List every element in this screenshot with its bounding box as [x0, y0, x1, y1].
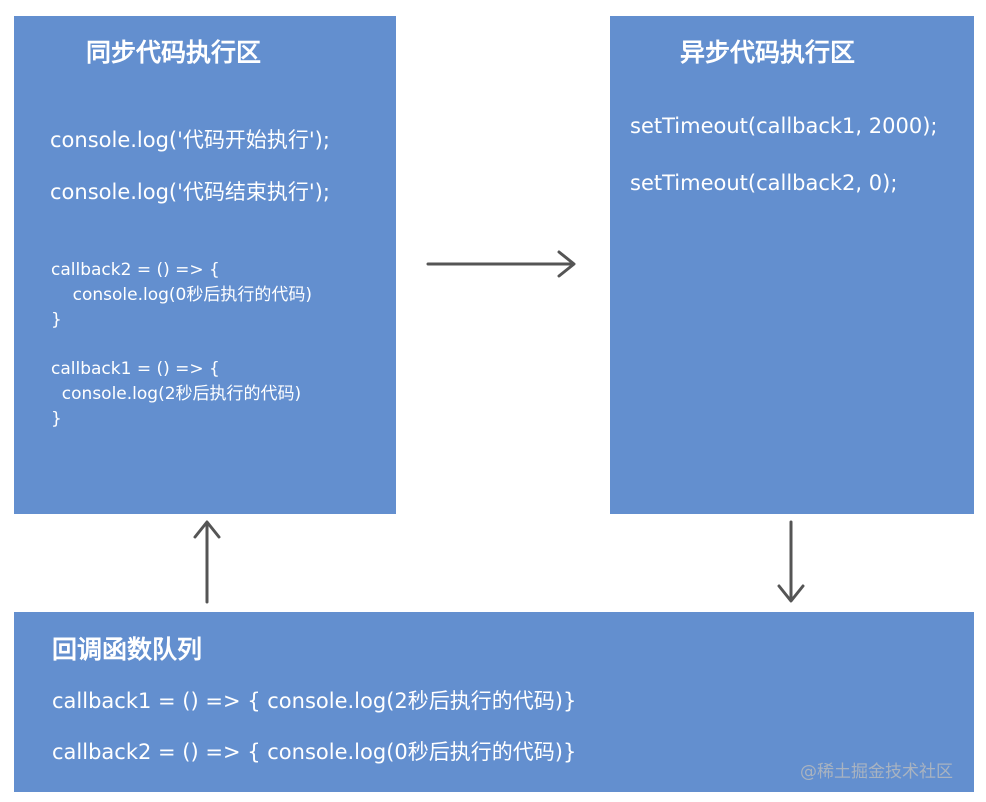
- watermark: @稀土掘金技术社区: [800, 762, 953, 782]
- queue-item-callback2: callback2 = () => { console.log(0秒后执行的代码…: [52, 740, 577, 764]
- sync-code-area: 同步代码执行区 console.log('代码开始执行'); console.l…: [14, 16, 396, 514]
- async-area-title: 异步代码执行区: [680, 38, 856, 67]
- callback2-definition: callback2 = () => { console.log(0秒后执行的代码…: [51, 260, 312, 330]
- sync-line-end: console.log('代码结束执行');: [50, 180, 330, 204]
- async-line-settimeout-2: setTimeout(callback2, 0);: [630, 171, 898, 195]
- callback-queue-title: 回调函数队列: [52, 635, 203, 664]
- arrow-up-icon: [193, 520, 221, 604]
- async-code-area: 异步代码执行区 setTimeout(callback1, 2000); set…: [610, 16, 974, 514]
- sync-line-start: console.log('代码开始执行');: [50, 128, 330, 152]
- arrow-down-icon: [777, 520, 805, 603]
- callback-queue-area: 回调函数队列 callback1 = () => { console.log(2…: [14, 612, 974, 792]
- sync-area-title: 同步代码执行区: [86, 38, 262, 67]
- callback1-definition: callback1 = () => { console.log(2秒后执行的代码…: [51, 359, 302, 429]
- arrow-right-icon: [426, 250, 576, 278]
- async-line-settimeout-1: setTimeout(callback1, 2000);: [630, 114, 938, 138]
- queue-item-callback1: callback1 = () => { console.log(2秒后执行的代码…: [52, 689, 577, 713]
